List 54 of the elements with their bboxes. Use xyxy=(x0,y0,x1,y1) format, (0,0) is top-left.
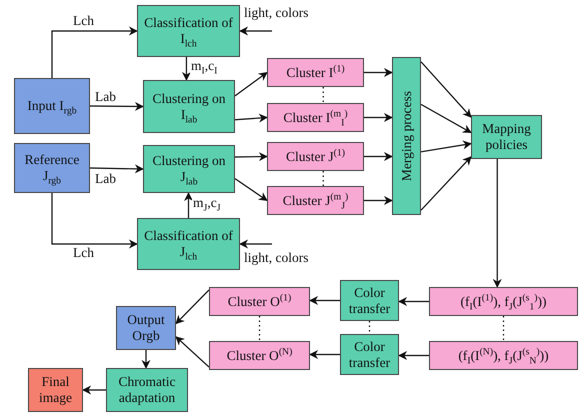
cluster-box: Cluster J$^{(1)}$ xyxy=(267,142,364,171)
output-box: Output Orgb xyxy=(116,306,176,350)
arrow xyxy=(364,196,393,205)
dotted-line xyxy=(258,316,260,341)
arrow xyxy=(239,240,272,248)
arrow xyxy=(184,192,193,218)
arrow xyxy=(364,68,393,77)
arrow xyxy=(234,178,268,201)
process-box: Chromatic adaptation xyxy=(106,368,188,412)
process-box: Color transfer xyxy=(340,334,399,375)
process-box: Clustering on I$_{lab}$ xyxy=(143,80,235,133)
process-box: Clustering on J$_{lab}$ xyxy=(143,145,235,193)
dotted-line xyxy=(322,87,324,103)
arrow xyxy=(90,164,144,174)
arrow xyxy=(420,156,472,211)
arrow xyxy=(420,61,472,118)
arrow xyxy=(142,350,150,369)
arrow xyxy=(309,350,340,359)
dotted-line xyxy=(322,171,324,186)
arrow xyxy=(492,159,502,288)
arrow xyxy=(239,26,272,36)
arrow xyxy=(309,296,340,305)
input-box: Reference J$_{rgb}$ xyxy=(14,143,90,193)
arrow xyxy=(182,57,191,81)
arrow xyxy=(175,336,210,368)
dotted-line xyxy=(502,316,504,341)
arrow xyxy=(51,193,138,248)
arrow xyxy=(175,289,210,324)
arrow xyxy=(234,72,268,96)
process-bar: Merging process xyxy=(392,57,421,215)
process-box: Mapping policies xyxy=(471,115,542,159)
input-box: Input I$_{rgb}$ xyxy=(14,78,90,134)
arrow xyxy=(82,386,106,394)
edge-label: light, colors xyxy=(243,251,310,266)
arrow xyxy=(234,114,268,123)
arrow xyxy=(234,152,268,162)
cluster-box: Cluster I$^{(1)}$ xyxy=(267,58,364,87)
arrow xyxy=(420,104,472,134)
arrow xyxy=(51,26,138,78)
arrow xyxy=(420,140,472,152)
dotted-line xyxy=(368,321,370,334)
arrow xyxy=(364,152,393,161)
result-box: Final image xyxy=(28,368,83,412)
process-box: Classification of J$_{lch}$ xyxy=(137,218,240,270)
process-box: Color transfer xyxy=(340,280,399,321)
process-box: Classification of I$_{lch}$ xyxy=(137,5,240,57)
edge-label: m$_{J}$,c$_{J}$ xyxy=(192,196,222,211)
edge-label: light, colors xyxy=(243,6,310,21)
arrow xyxy=(398,297,429,306)
cluster-box: Cluster O$^{(N)}$ xyxy=(209,341,310,370)
arrow xyxy=(364,113,393,122)
arrow xyxy=(398,351,429,360)
cluster-box: Cluster O$^{(1)}$ xyxy=(209,287,310,316)
arrow xyxy=(90,102,144,111)
